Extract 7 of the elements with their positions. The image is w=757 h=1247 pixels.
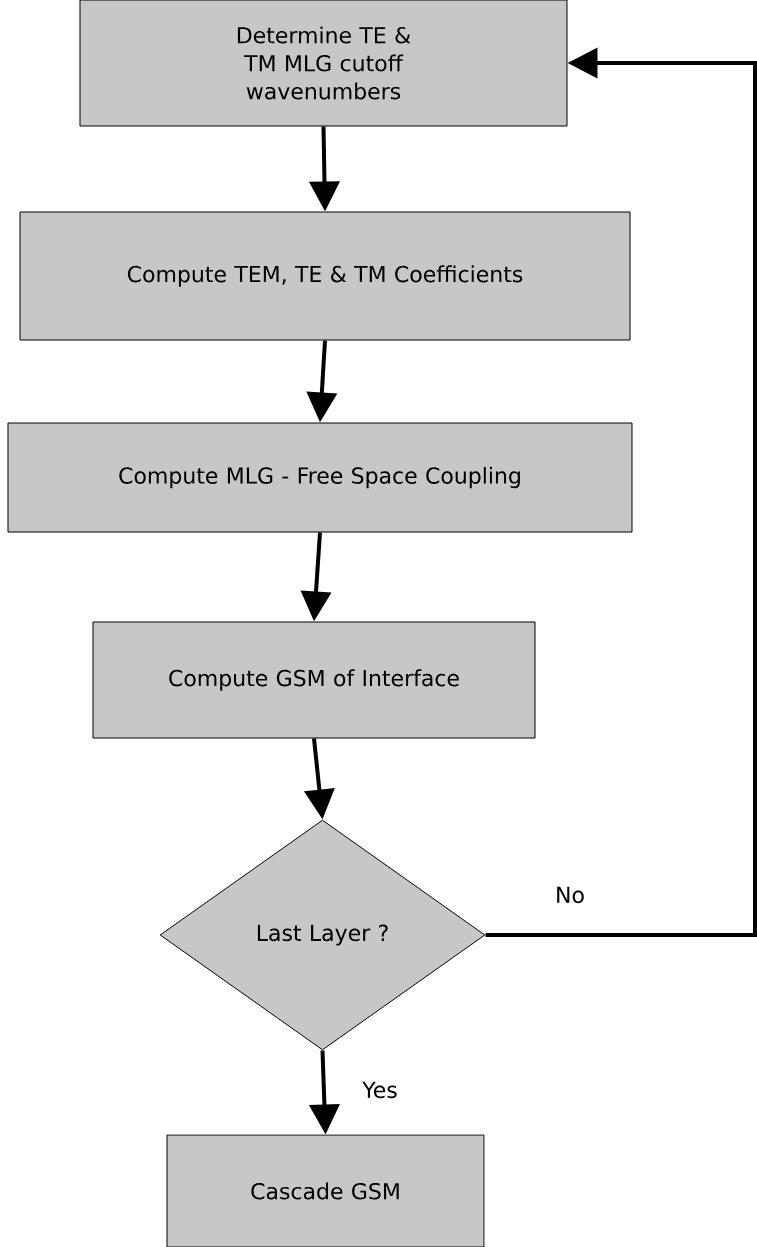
process-box: Compute GSM of Interface (92, 621, 536, 739)
process-box: Compute TEM, TE & TM Coefficients (19, 211, 631, 341)
edge-label: No (553, 884, 587, 906)
process-box: Compute MLG - Free Space Coupling (7, 422, 633, 533)
process-box: Determine TE & TM MLG cutoff wavenumbers (79, 0, 568, 127)
process-box: Cascade GSM (166, 1134, 485, 1247)
edge-label: Yes (360, 1079, 400, 1101)
